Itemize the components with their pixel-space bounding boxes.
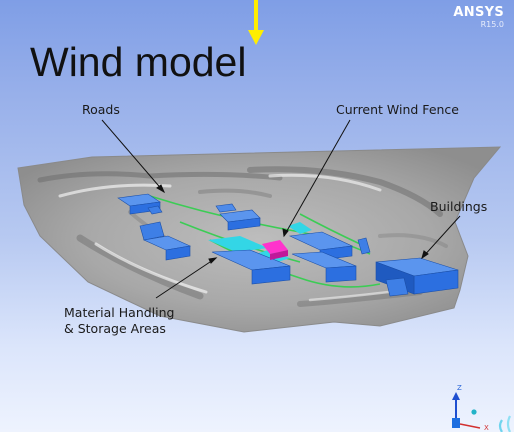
slide-title: Wind model bbox=[30, 39, 247, 85]
annotation-leaders bbox=[101, 119, 461, 299]
brand-name: ANSYS bbox=[453, 5, 504, 20]
axis-triad-icon[interactable]: Z X bbox=[440, 378, 514, 432]
axis-z-label: Z bbox=[457, 384, 462, 392]
wind-fence bbox=[262, 240, 288, 260]
label-material-handling: Material Handling & Storage Areas bbox=[64, 305, 204, 337]
buildings bbox=[117, 193, 459, 297]
label-material-line2: & Storage Areas bbox=[64, 321, 166, 336]
label-current-wind-fence: Current Wind Fence bbox=[336, 102, 459, 117]
ansys-logo: ANSYS R15.0 bbox=[453, 5, 504, 30]
label-roads: Roads bbox=[82, 102, 120, 117]
terrain-surface bbox=[17, 146, 502, 333]
pointer-arrow-icon bbox=[248, 0, 264, 45]
axis-x-label: X bbox=[484, 424, 489, 432]
label-material-line1: Material Handling bbox=[64, 305, 175, 320]
brand-version: R15.0 bbox=[480, 20, 504, 29]
label-buildings: Buildings bbox=[430, 199, 488, 214]
